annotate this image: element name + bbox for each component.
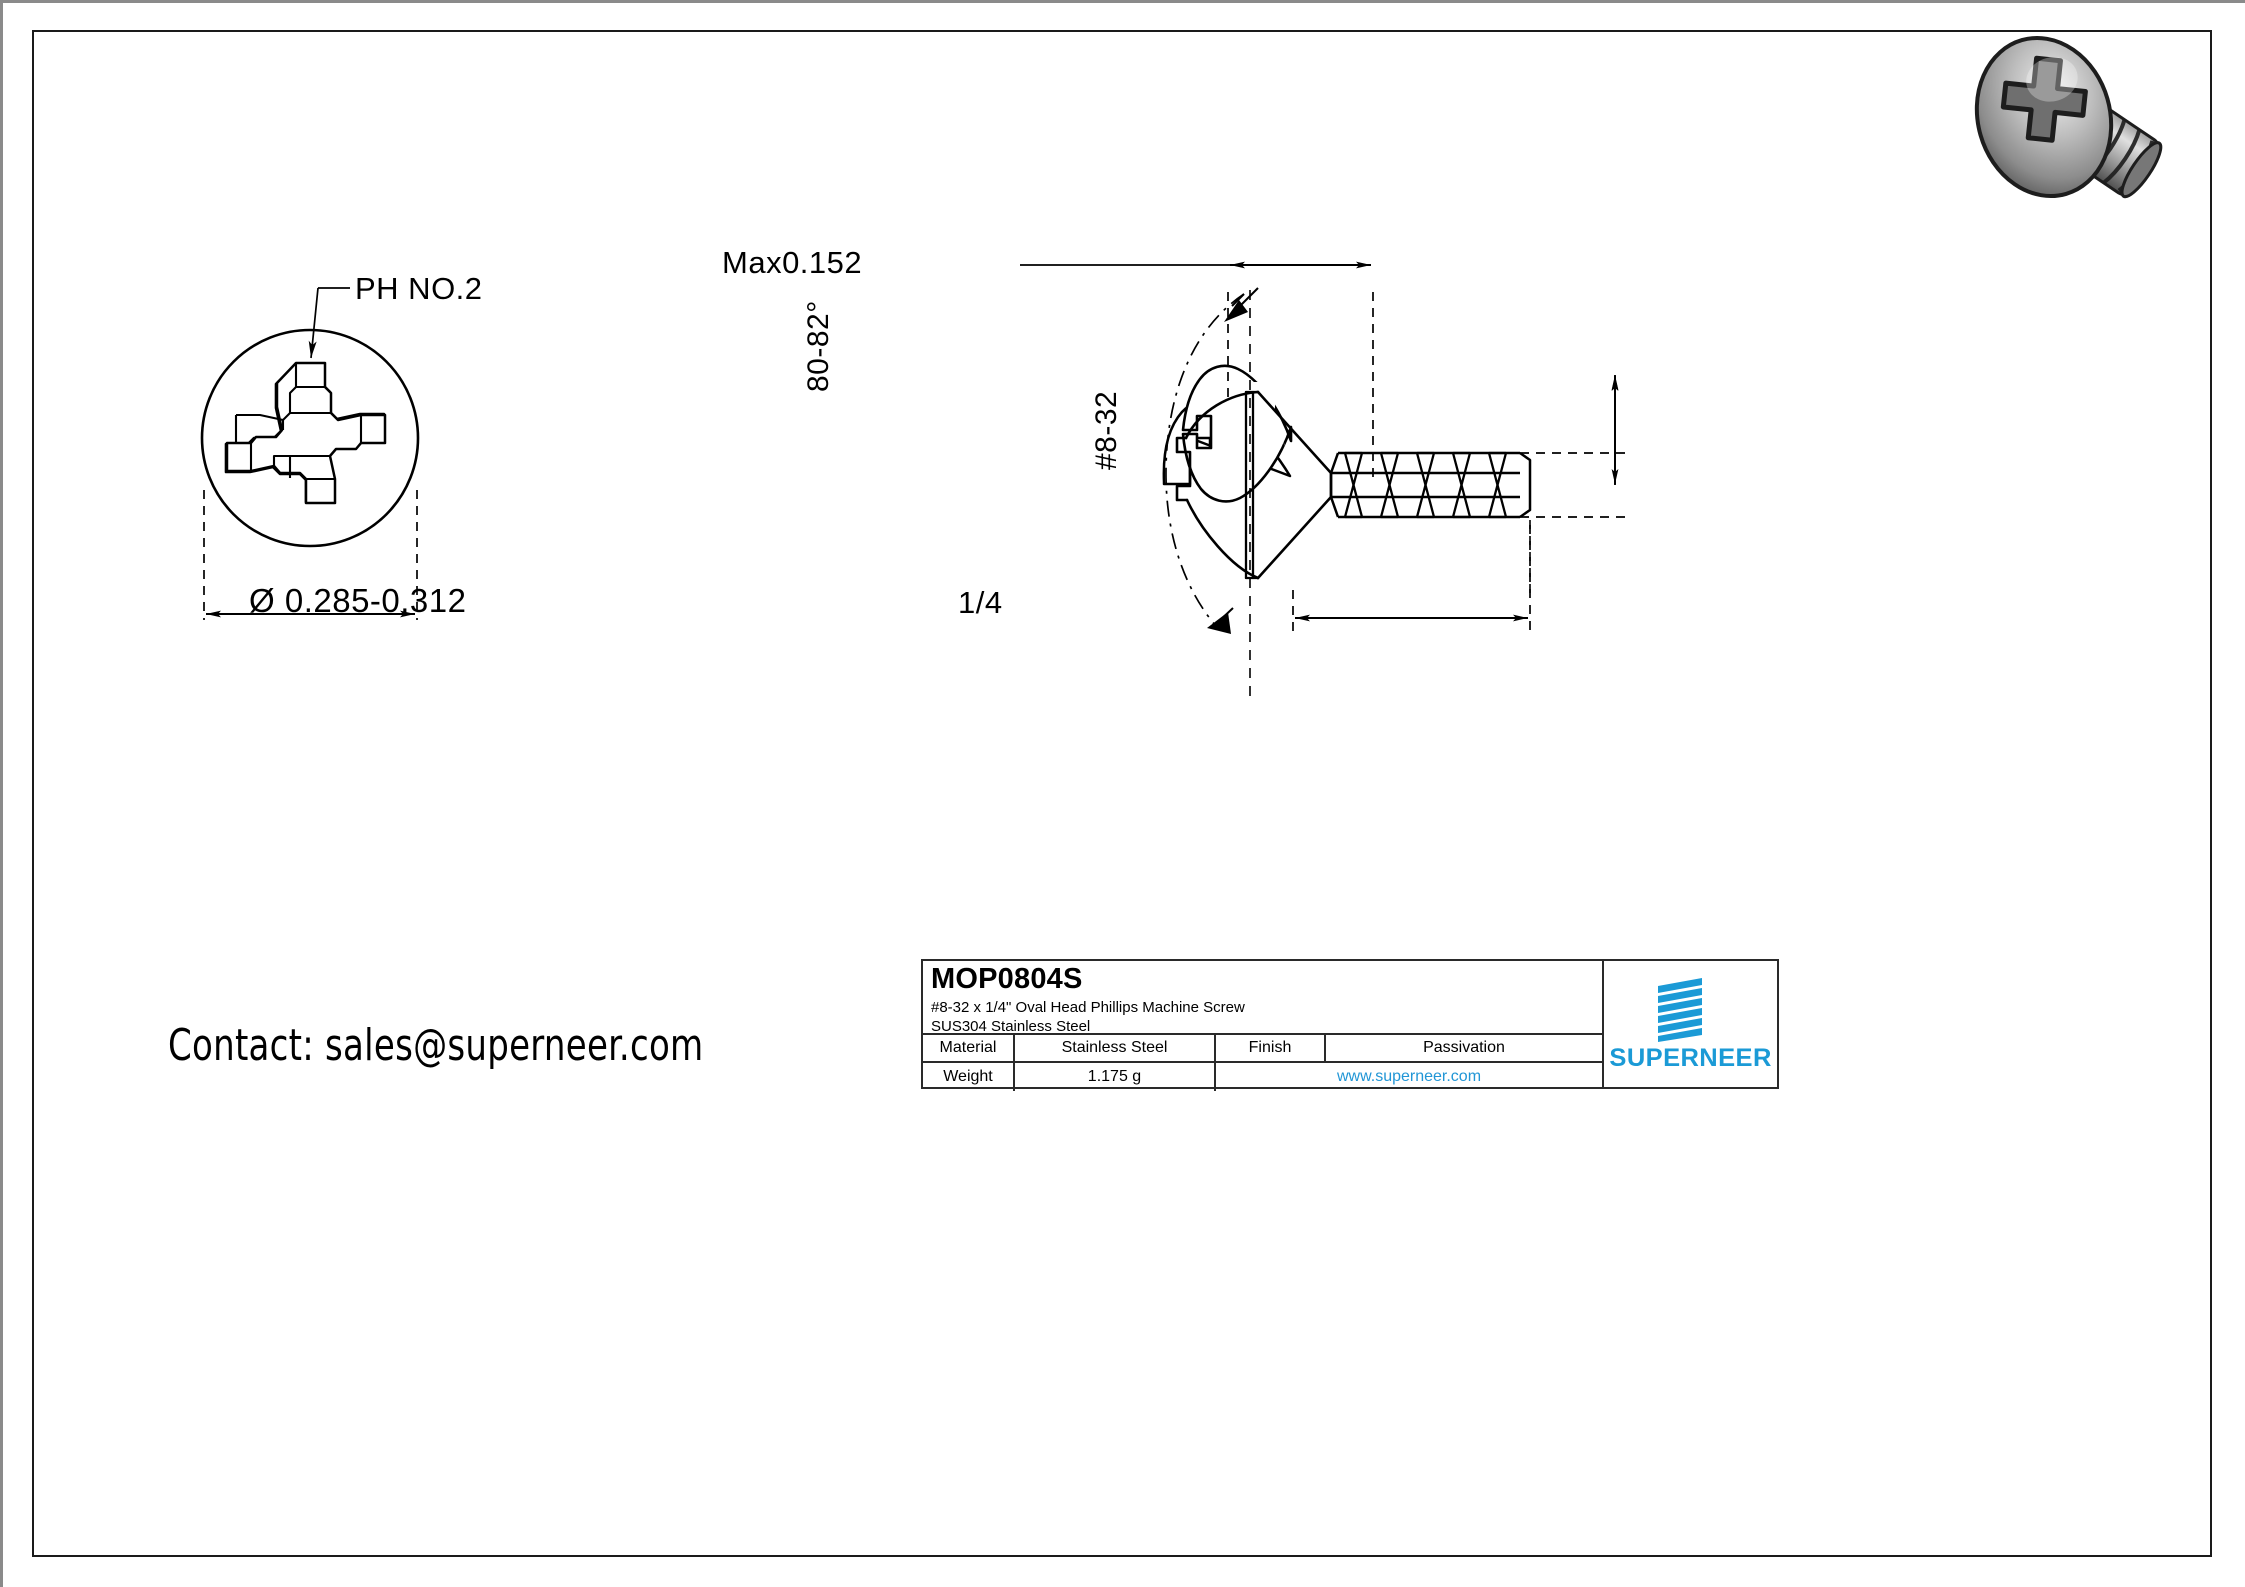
part-description-2: SUS304 Stainless Steel bbox=[931, 1017, 1091, 1035]
table-row: Material Stainless Steel Finish Passivat… bbox=[923, 1035, 1602, 1063]
part-code: MOP0804S bbox=[931, 963, 1083, 995]
brand-wordmark: SUPERNEER bbox=[1609, 1043, 1772, 1072]
sheet-edge-top bbox=[0, 0, 2245, 3]
length-dim-label: 1/4 bbox=[958, 585, 1003, 620]
brand-logo-block: SUPERNEER bbox=[1604, 959, 1779, 1089]
material-label: Material bbox=[923, 1035, 1015, 1061]
screw-3d-render-image bbox=[1974, 35, 2163, 199]
thread-size-label: #8-32 bbox=[1090, 390, 1123, 470]
title-block: MOP0804S #8-32 x 1/4" Oval Head Phillips… bbox=[921, 959, 1604, 1091]
drawing-frame-border bbox=[32, 30, 2212, 1557]
finish-label: Finish bbox=[1216, 1035, 1326, 1061]
weight-label: Weight bbox=[923, 1063, 1015, 1091]
max-head-height-label: Max0.152 bbox=[722, 245, 863, 280]
superneer-logo-icon bbox=[1657, 977, 1702, 1042]
ph-callout-label: PH NO.2 bbox=[355, 271, 483, 306]
head-angle-label: 80-82° bbox=[802, 300, 835, 392]
render-head bbox=[1974, 35, 2114, 199]
part-description-1: #8-32 x 1/4" Oval Head Phillips Machine … bbox=[931, 999, 1245, 1016]
title-block-header: MOP0804S #8-32 x 1/4" Oval Head Phillips… bbox=[923, 961, 1602, 1035]
sheet-edge-left bbox=[0, 0, 3, 1587]
website-link[interactable]: www.superneer.com bbox=[1336, 1068, 1482, 1085]
table-row: Weight 1.175 g www.superneer.com bbox=[923, 1063, 1602, 1091]
finish-value: Passivation bbox=[1423, 1039, 1505, 1056]
contact-email-text: Contact: sales@superneer.com bbox=[168, 1020, 704, 1071]
material-value: Stainless Steel bbox=[1015, 1035, 1216, 1061]
diameter-dim-label: Ø 0.285-0.312 bbox=[249, 582, 467, 619]
weight-value: 1.175 g bbox=[1015, 1063, 1216, 1091]
title-block-spec-table: Material Stainless Steel Finish Passivat… bbox=[923, 1035, 1602, 1091]
